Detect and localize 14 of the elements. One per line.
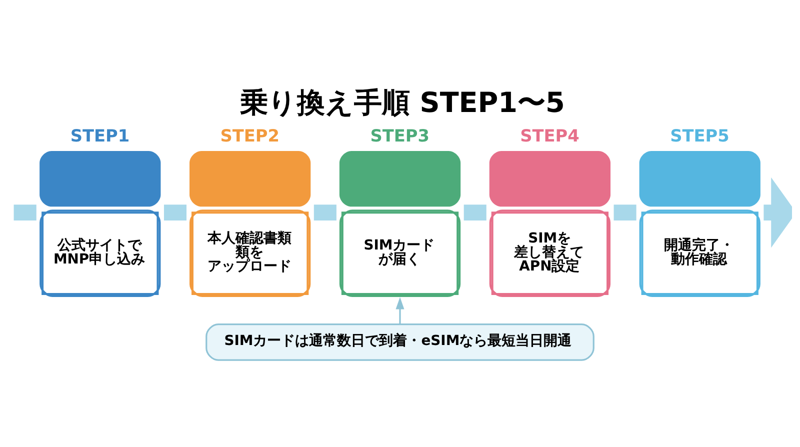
node-box: SIMカードは通常数日で到着・eSIMなら最短当日開通 <box>206 324 594 361</box>
connector <box>614 204 636 221</box>
node-label: STEP3 <box>370 126 430 146</box>
arrow <box>396 297 404 324</box>
connector <box>314 204 336 221</box>
arrow <box>764 177 792 248</box>
node-label: STEP1 <box>70 126 130 146</box>
connector <box>464 204 486 221</box>
diagram-title: 乗り換え手順 STEP1〜5 <box>240 86 565 120</box>
node-label: STEP2 <box>220 126 280 146</box>
node-label: STEP4 <box>520 126 580 146</box>
connector <box>14 204 36 221</box>
connector <box>164 204 186 221</box>
node-label: STEP5 <box>670 126 730 146</box>
